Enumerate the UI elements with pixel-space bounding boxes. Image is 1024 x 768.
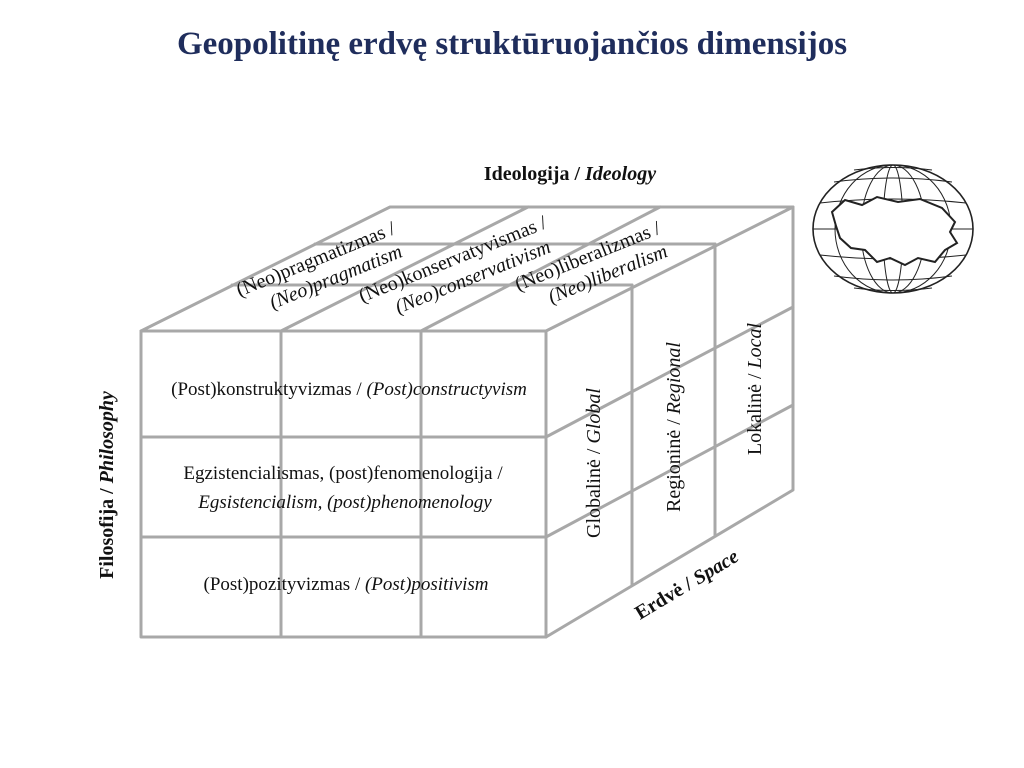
space-label-regional: Regioninė / Regional (663, 342, 685, 512)
philosophy-label-lt: Egzistencialismas, (post)fenomenologija … (183, 463, 503, 484)
globe-with-lithuania-map-icon (812, 164, 974, 294)
philosophy-label-positivism: (Post)pozityvizmas / (Post)positivism (204, 574, 489, 595)
ideology-item-pragmatism: (Neo)pragmatizmas / (Neo)pragmatism (233, 217, 405, 313)
ideology-axis-label: Ideologija / Ideology (484, 163, 656, 185)
philosophy-label-constructivism: (Post)konstruktyvizmas / (Post)construct… (171, 379, 527, 400)
philosophy-axis-label: Filosofija / Philosophy (96, 391, 118, 579)
philosophy-label-en: Egsistencialism, (post)phenomenology (197, 492, 492, 513)
space-axis-label: Erdvė / Space (631, 545, 742, 624)
top-col-divider-1 (279, 205, 530, 333)
top-col-divider-2 (419, 205, 662, 333)
philosophy-item-existentialism: Egzistencialismas, (post)fenomenologija … (183, 463, 503, 513)
slide-title: Geopolitinę erdvę struktūruojančios dime… (176, 26, 848, 62)
cube-edges (139, 205, 795, 639)
space-label-global: Globalinė / Global (583, 388, 605, 538)
top-face-outline (139, 205, 795, 333)
right-row-divider-1 (544, 305, 795, 439)
right-face-outline (544, 205, 795, 639)
right-row-divider-2 (544, 403, 795, 539)
space-label-local: Lokalinė / Local (744, 322, 766, 455)
